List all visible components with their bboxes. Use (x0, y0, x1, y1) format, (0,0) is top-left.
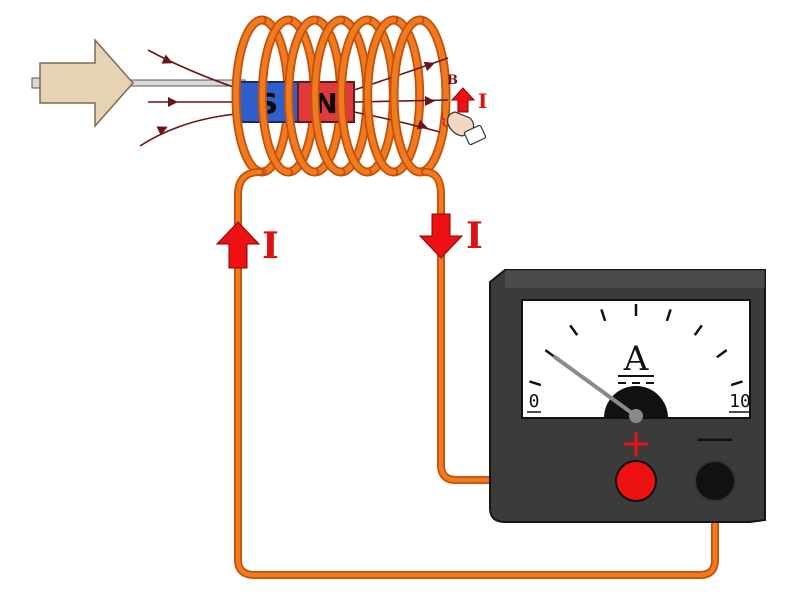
dial-tick (529, 380, 542, 387)
field-arrow-icon (156, 126, 168, 136)
negative-terminal-label: — (696, 415, 734, 459)
dial-tick (569, 324, 579, 336)
ammeter-needle (553, 355, 638, 418)
needle-pivot-cover (604, 386, 668, 418)
circuit-wire-core (235, 169, 718, 578)
coil-turn-front-core (233, 17, 265, 175)
scale-min-label: 0 (529, 391, 540, 412)
bar-magnet: S N (237, 81, 355, 123)
left-wire-current: I (215, 221, 279, 269)
coil-turn-back-core (417, 17, 449, 175)
positive-terminal[interactable] (615, 460, 657, 502)
dial-tick (665, 309, 672, 322)
needle-pivot (629, 409, 643, 423)
circuit-wire-return-core (422, 169, 638, 483)
coil-turn-front-core (338, 17, 371, 175)
coil-turn-front-core (285, 17, 318, 175)
current-label: I (262, 225, 279, 267)
current-arrow-up-icon (215, 221, 261, 269)
current-label: I (466, 215, 483, 257)
dial-tick (693, 324, 703, 336)
coil-front-half (231, 15, 425, 177)
field-line (139, 113, 237, 147)
field-arrow-icon (161, 54, 173, 64)
field-arrow-icon (423, 61, 435, 72)
right-hand-icon (441, 111, 487, 146)
current-label: I (478, 89, 487, 113)
magnet-north-label: N (314, 87, 337, 120)
field-line (353, 57, 449, 91)
scale-max-label: 10 (729, 391, 751, 412)
dial-tick (716, 349, 728, 359)
dc-symbol-icon (618, 375, 654, 384)
dial-tick (730, 380, 743, 387)
current-arrow-up-icon (450, 87, 476, 113)
positive-terminal-label: + (620, 421, 652, 465)
negative-terminal[interactable] (694, 460, 736, 502)
right-wire-current: I (418, 213, 483, 259)
field-arrow-icon (168, 97, 178, 107)
field-arrow-icon (416, 119, 428, 130)
ammeter: 0 10 A + — (489, 269, 766, 523)
coil-current-indicator: I (441, 87, 487, 146)
dial-tick (600, 309, 607, 322)
field-label: B (447, 73, 458, 88)
unit-label: A (623, 339, 649, 379)
coil-turn-front-core (391, 17, 423, 175)
field-arrow-icon (425, 96, 435, 106)
current-arrow-down-icon (418, 213, 464, 259)
field-line (147, 49, 237, 89)
coil-turn-front-core (312, 17, 344, 175)
motion-arrow-icon (39, 38, 135, 128)
coil-turn-front-core (364, 17, 397, 175)
coil-turn-front-core (259, 17, 292, 175)
